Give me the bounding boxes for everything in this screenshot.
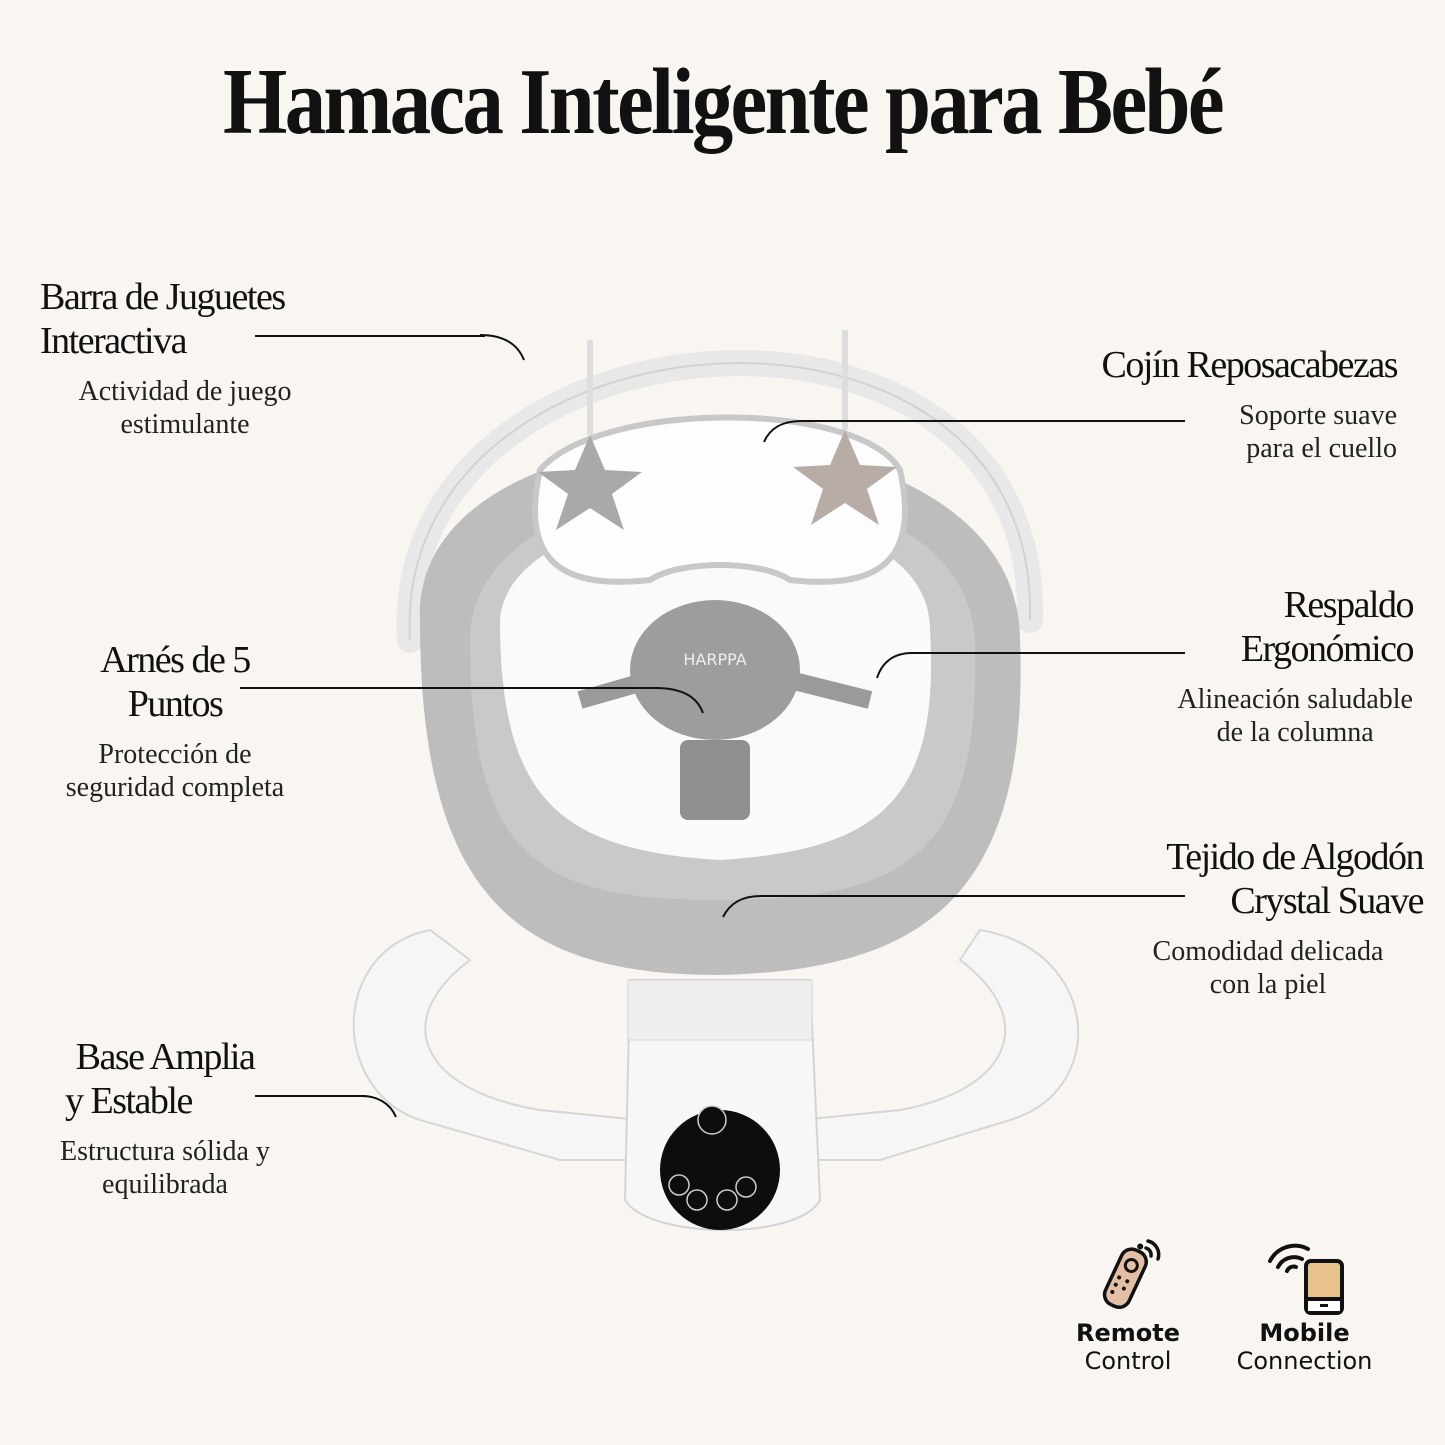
toy-bar-connector-curve bbox=[480, 334, 525, 361]
callout-subtext: para el cuello bbox=[1246, 433, 1397, 464]
callout-heading: Respaldo bbox=[1283, 584, 1415, 626]
callout-heading: Tejido de Algodón bbox=[1166, 836, 1424, 878]
fabric-connector bbox=[760, 895, 1185, 897]
toy-bar-connector bbox=[255, 335, 485, 337]
backrest-connector-curve bbox=[876, 652, 913, 679]
callout-harness: Arnés de 5 Puntos Protección de segurida… bbox=[40, 638, 310, 804]
callout-subtext: seguridad completa bbox=[65, 772, 285, 803]
headrest-connector bbox=[800, 420, 1185, 422]
brand-badge: HARPPA bbox=[683, 650, 746, 669]
remote-control-icon bbox=[1102, 1239, 1161, 1310]
harness-connector bbox=[240, 687, 660, 689]
feature-subtitle: Control bbox=[1084, 1347, 1172, 1375]
baby-swing-illustration: HARPPA bbox=[352, 330, 1080, 1231]
backrest-connector bbox=[910, 652, 1185, 654]
callout-subtext: con la piel bbox=[1209, 969, 1327, 1000]
callout-heading: Barra de Juguetes bbox=[40, 276, 286, 318]
callout-heading: Arnés de 5 bbox=[100, 639, 251, 681]
callout-subtext: Estructura sólida y bbox=[60, 1136, 270, 1167]
fabric-connector-curve bbox=[722, 895, 762, 918]
feature-title: Mobile bbox=[1259, 1319, 1350, 1347]
base-connector-curve bbox=[362, 1095, 397, 1118]
callout-heading: Base Amplia bbox=[75, 1036, 256, 1078]
feature-title: Remote bbox=[1075, 1319, 1180, 1347]
feature-remote-control: Remote Control bbox=[1068, 1235, 1188, 1375]
callout-heading: Interactiva bbox=[40, 320, 187, 362]
feature-subtitle: Connection bbox=[1236, 1347, 1373, 1375]
callout-subtext: Actividad de juego bbox=[78, 376, 292, 407]
callout-heading: Puntos bbox=[127, 683, 224, 725]
callout-subtext: equilibrada bbox=[102, 1169, 228, 1200]
callout-heading: Cojín Reposacabezas bbox=[1101, 344, 1399, 386]
base-connector bbox=[255, 1095, 365, 1097]
callout-backrest: Respaldo Ergonómico Alineación saludable… bbox=[1177, 583, 1415, 749]
callout-subtext: de la columna bbox=[1216, 717, 1374, 748]
callout-subtext: estimulante bbox=[120, 409, 250, 440]
callout-fabric: Tejido de Algodón Crystal Suave Comodida… bbox=[1123, 835, 1425, 1001]
callout-subtext: Comodidad delicada bbox=[1152, 936, 1384, 967]
callout-subtext: Alineación saludable bbox=[1177, 684, 1413, 715]
callout-base: Base Amplia y Estable Estructura sólida … bbox=[40, 1035, 290, 1201]
harness-connector-curve bbox=[655, 687, 704, 714]
callout-headrest: Cojín Reposacabezas Soporte suave para e… bbox=[1101, 343, 1399, 465]
callout-heading: Ergonómico bbox=[1240, 628, 1415, 670]
feature-mobile-connection: Mobile Connection bbox=[1222, 1235, 1387, 1375]
page-title: Hamaca Inteligente para Bebé bbox=[223, 50, 1225, 154]
headrest-connector-curve bbox=[763, 420, 803, 443]
callout-subtext: Protección de bbox=[98, 739, 252, 770]
callout-subtext: Soporte suave bbox=[1239, 400, 1397, 431]
callout-heading: Crystal Suave bbox=[1230, 880, 1424, 922]
callout-toy-bar: Barra de Juguetes Interactiva Actividad … bbox=[40, 275, 330, 441]
mobile-phone-icon bbox=[1267, 1243, 1344, 1315]
callout-heading: y Estable bbox=[65, 1080, 193, 1122]
